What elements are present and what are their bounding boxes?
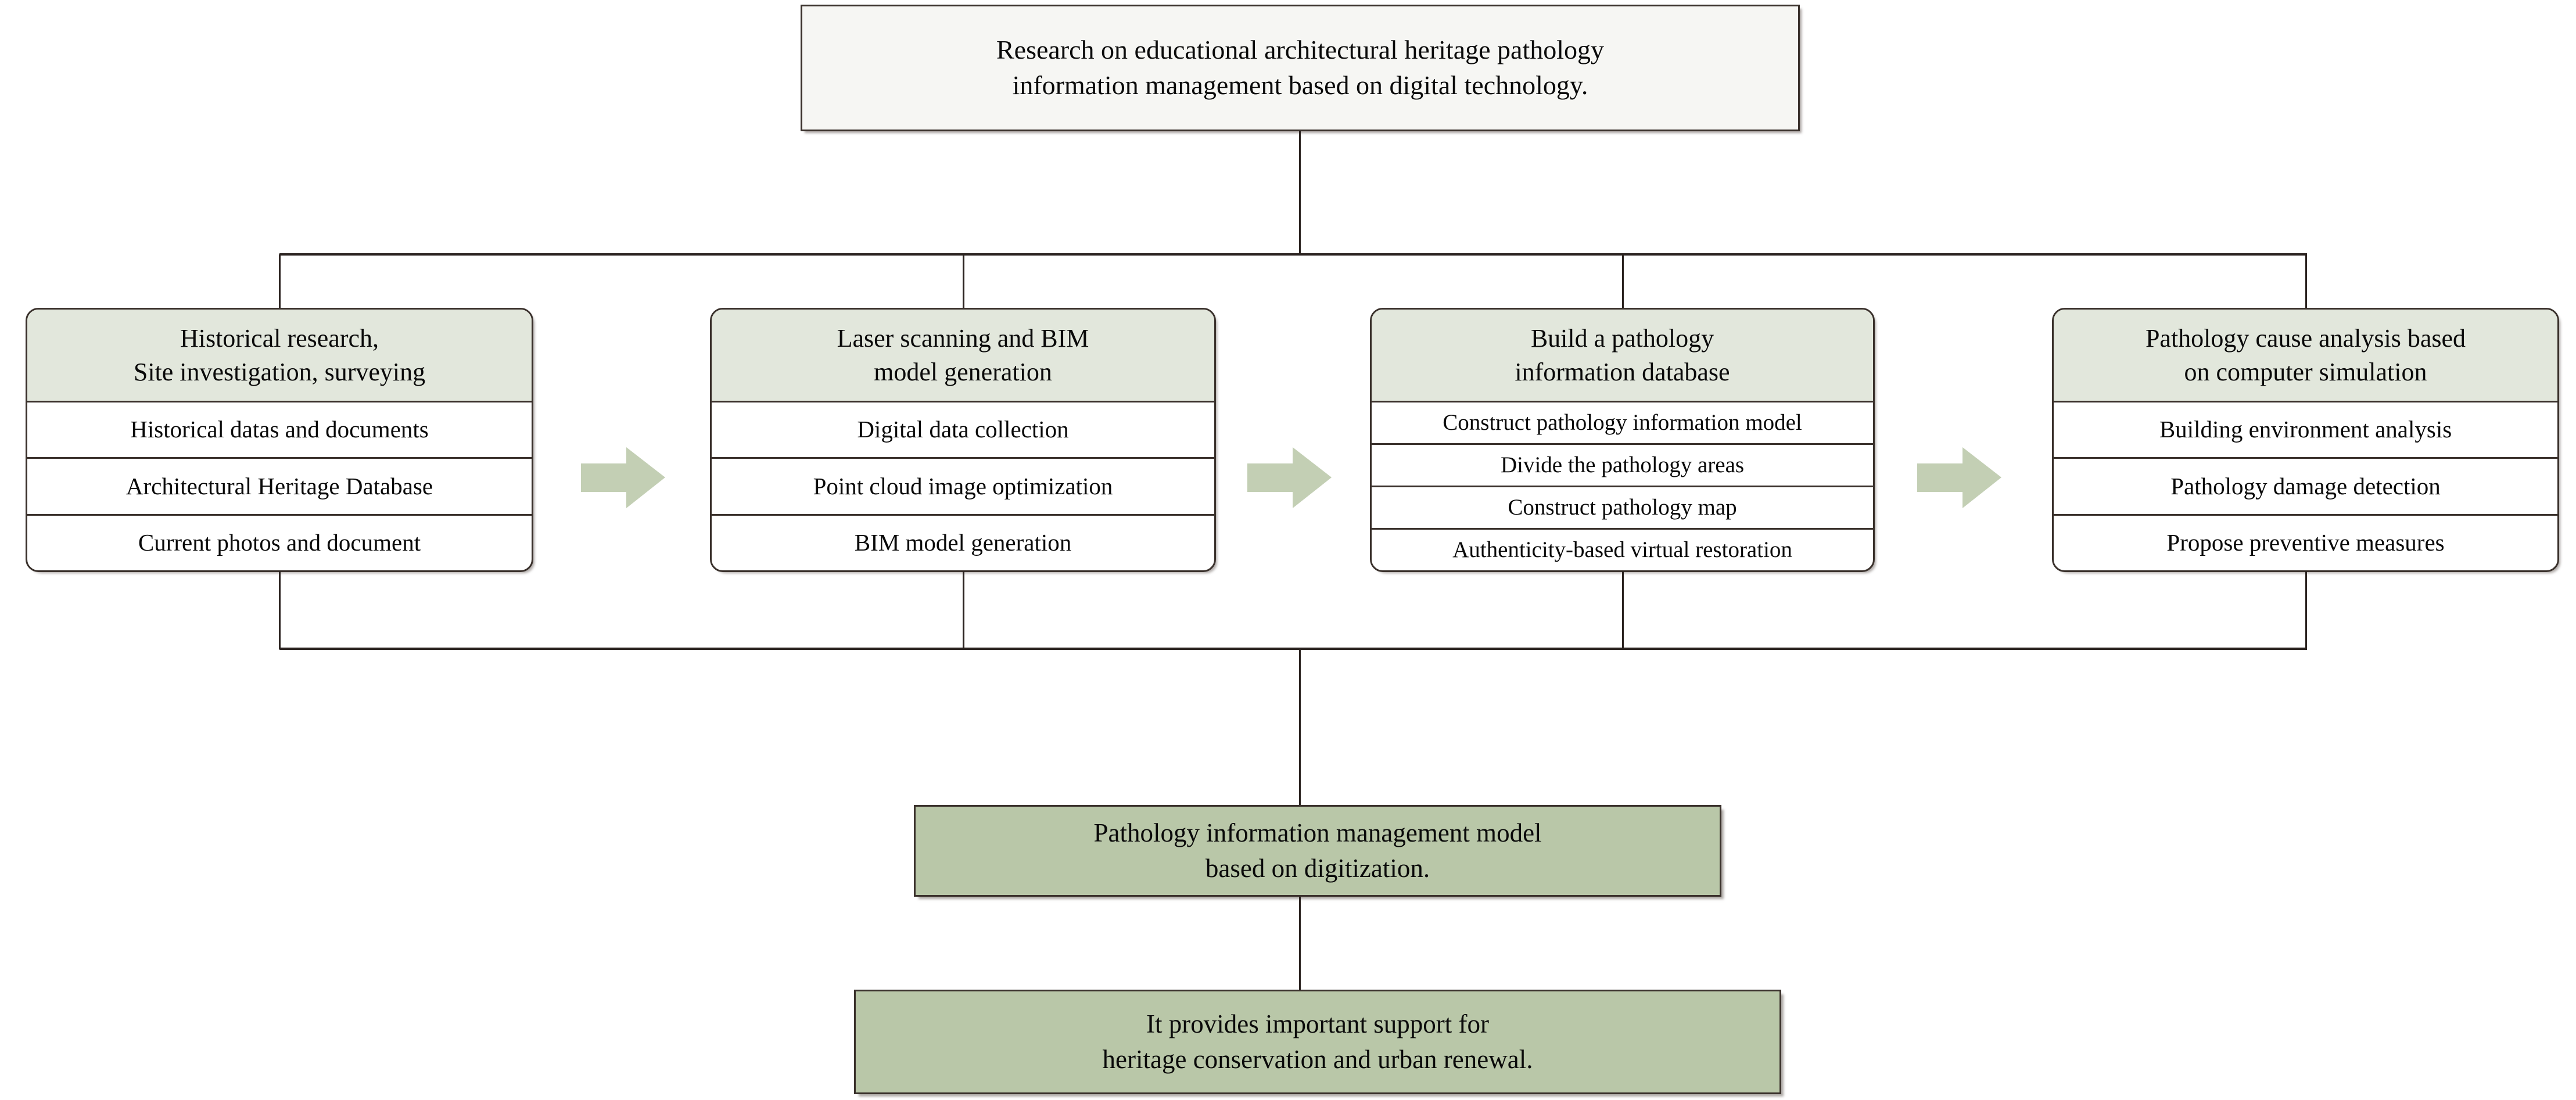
arrow-phase3-to-phase4: [1917, 447, 2001, 508]
research-title-text: Research on educational architectural he…: [996, 33, 1604, 103]
phase-4-header-line2: on computer simulation: [2184, 357, 2427, 386]
phase-box-laser-scanning-bim[interactable]: Laser scanning and BIM model generation …: [710, 308, 1216, 572]
phase-4-row-3[interactable]: Propose preventive measures: [2166, 529, 2445, 556]
connector-bus-to-phase2: [963, 254, 964, 309]
connector-title-down: [1299, 131, 1301, 254]
phase-3-row-4[interactable]: Authenticity-based virtual restoration: [1452, 537, 1792, 563]
phase-box-pathology-cause-analysis[interactable]: Pathology cause analysis based on comput…: [2052, 308, 2559, 572]
phase-1-row-1[interactable]: Historical datas and documents: [27, 402, 532, 459]
connector-phase4-to-lower-bus: [2305, 571, 2307, 649]
phase-1-header-line1: Historical research,: [180, 324, 379, 353]
phase-2-row-3[interactable]: BIM model generation: [854, 529, 1072, 556]
phase-3-header-line1: Build a pathology: [1530, 324, 1714, 353]
phase-2-header-line1: Laser scanning and BIM: [837, 324, 1089, 353]
phase-3-row-2[interactable]: Divide the pathology areas: [1372, 445, 1873, 487]
phase-1-header: Historical research, Site investigation,…: [27, 310, 532, 402]
connector-phase3-to-lower-bus: [1622, 571, 1624, 649]
phase-1-header-line2: Site investigation, surveying: [133, 357, 426, 386]
arrow-phase1-to-phase2: [581, 447, 665, 508]
outcome-box-management-model: Pathology information management model b…: [914, 805, 1721, 897]
outcome-1-line2: based on digitization.: [1205, 854, 1430, 883]
research-title-line1: Research on educational architectural he…: [996, 35, 1605, 65]
arrow-phase2-to-phase3: [1247, 447, 1332, 508]
phase-2-row-2[interactable]: Point cloud image optimization: [712, 459, 1214, 516]
connector-bus-to-phase4: [2305, 254, 2307, 309]
connector-outcome1-to-outcome2: [1299, 897, 1301, 991]
connector-phase2-to-lower-bus: [963, 571, 964, 649]
research-title-line2: information management based on digital …: [1012, 70, 1588, 100]
phase-4-row-1[interactable]: Building environment analysis: [2054, 402, 2557, 459]
outcome-box-support-statement: It provides important support for herita…: [854, 990, 1781, 1094]
phase-3-rows: Construct pathology information model Di…: [1372, 402, 1873, 570]
connector-bus-to-phase1: [279, 254, 281, 309]
phase-2-header-line2: model generation: [874, 357, 1052, 386]
phase-4-header-line1: Pathology cause analysis based: [2145, 324, 2466, 353]
research-title-box: Research on educational architectural he…: [801, 5, 1800, 131]
phase-3-row-1[interactable]: Construct pathology information model: [1372, 402, 1873, 445]
outcome-1-line1: Pathology information management model: [1093, 818, 1542, 848]
connector-bus-to-phase3: [1622, 254, 1624, 309]
phase-2-header: Laser scanning and BIM model generation: [712, 310, 1214, 402]
phase-4-rows: Building environment analysis Pathology …: [2054, 402, 2557, 570]
connector-lower-bus: [279, 648, 2307, 650]
phase-3-header-line2: information database: [1515, 357, 1730, 386]
outcome-2-line2: heritage conservation and urban renewal.: [1102, 1045, 1533, 1074]
connector-upper-bus: [279, 253, 2307, 256]
phase-3-row-3[interactable]: Construct pathology map: [1372, 487, 1873, 530]
phase-3-header: Build a pathology information database: [1372, 310, 1873, 402]
phase-box-historical-research[interactable]: Historical research, Site investigation,…: [26, 308, 533, 572]
phase-1-rows: Historical datas and documents Architect…: [27, 402, 532, 570]
phase-4-header: Pathology cause analysis based on comput…: [2054, 310, 2557, 402]
phase-1-row-3[interactable]: Current photos and document: [138, 529, 421, 556]
connector-phase1-to-lower-bus: [279, 571, 281, 649]
phase-2-row-1[interactable]: Digital data collection: [712, 402, 1214, 459]
phase-2-rows: Digital data collection Point cloud imag…: [712, 402, 1214, 570]
outcome-2-line1: It provides important support for: [1146, 1009, 1489, 1039]
connector-lower-bus-to-outcome1: [1299, 649, 1301, 807]
phase-4-row-2[interactable]: Pathology damage detection: [2054, 459, 2557, 516]
phase-box-pathology-database[interactable]: Build a pathology information database C…: [1370, 308, 1875, 572]
phase-1-row-2[interactable]: Architectural Heritage Database: [27, 459, 532, 516]
